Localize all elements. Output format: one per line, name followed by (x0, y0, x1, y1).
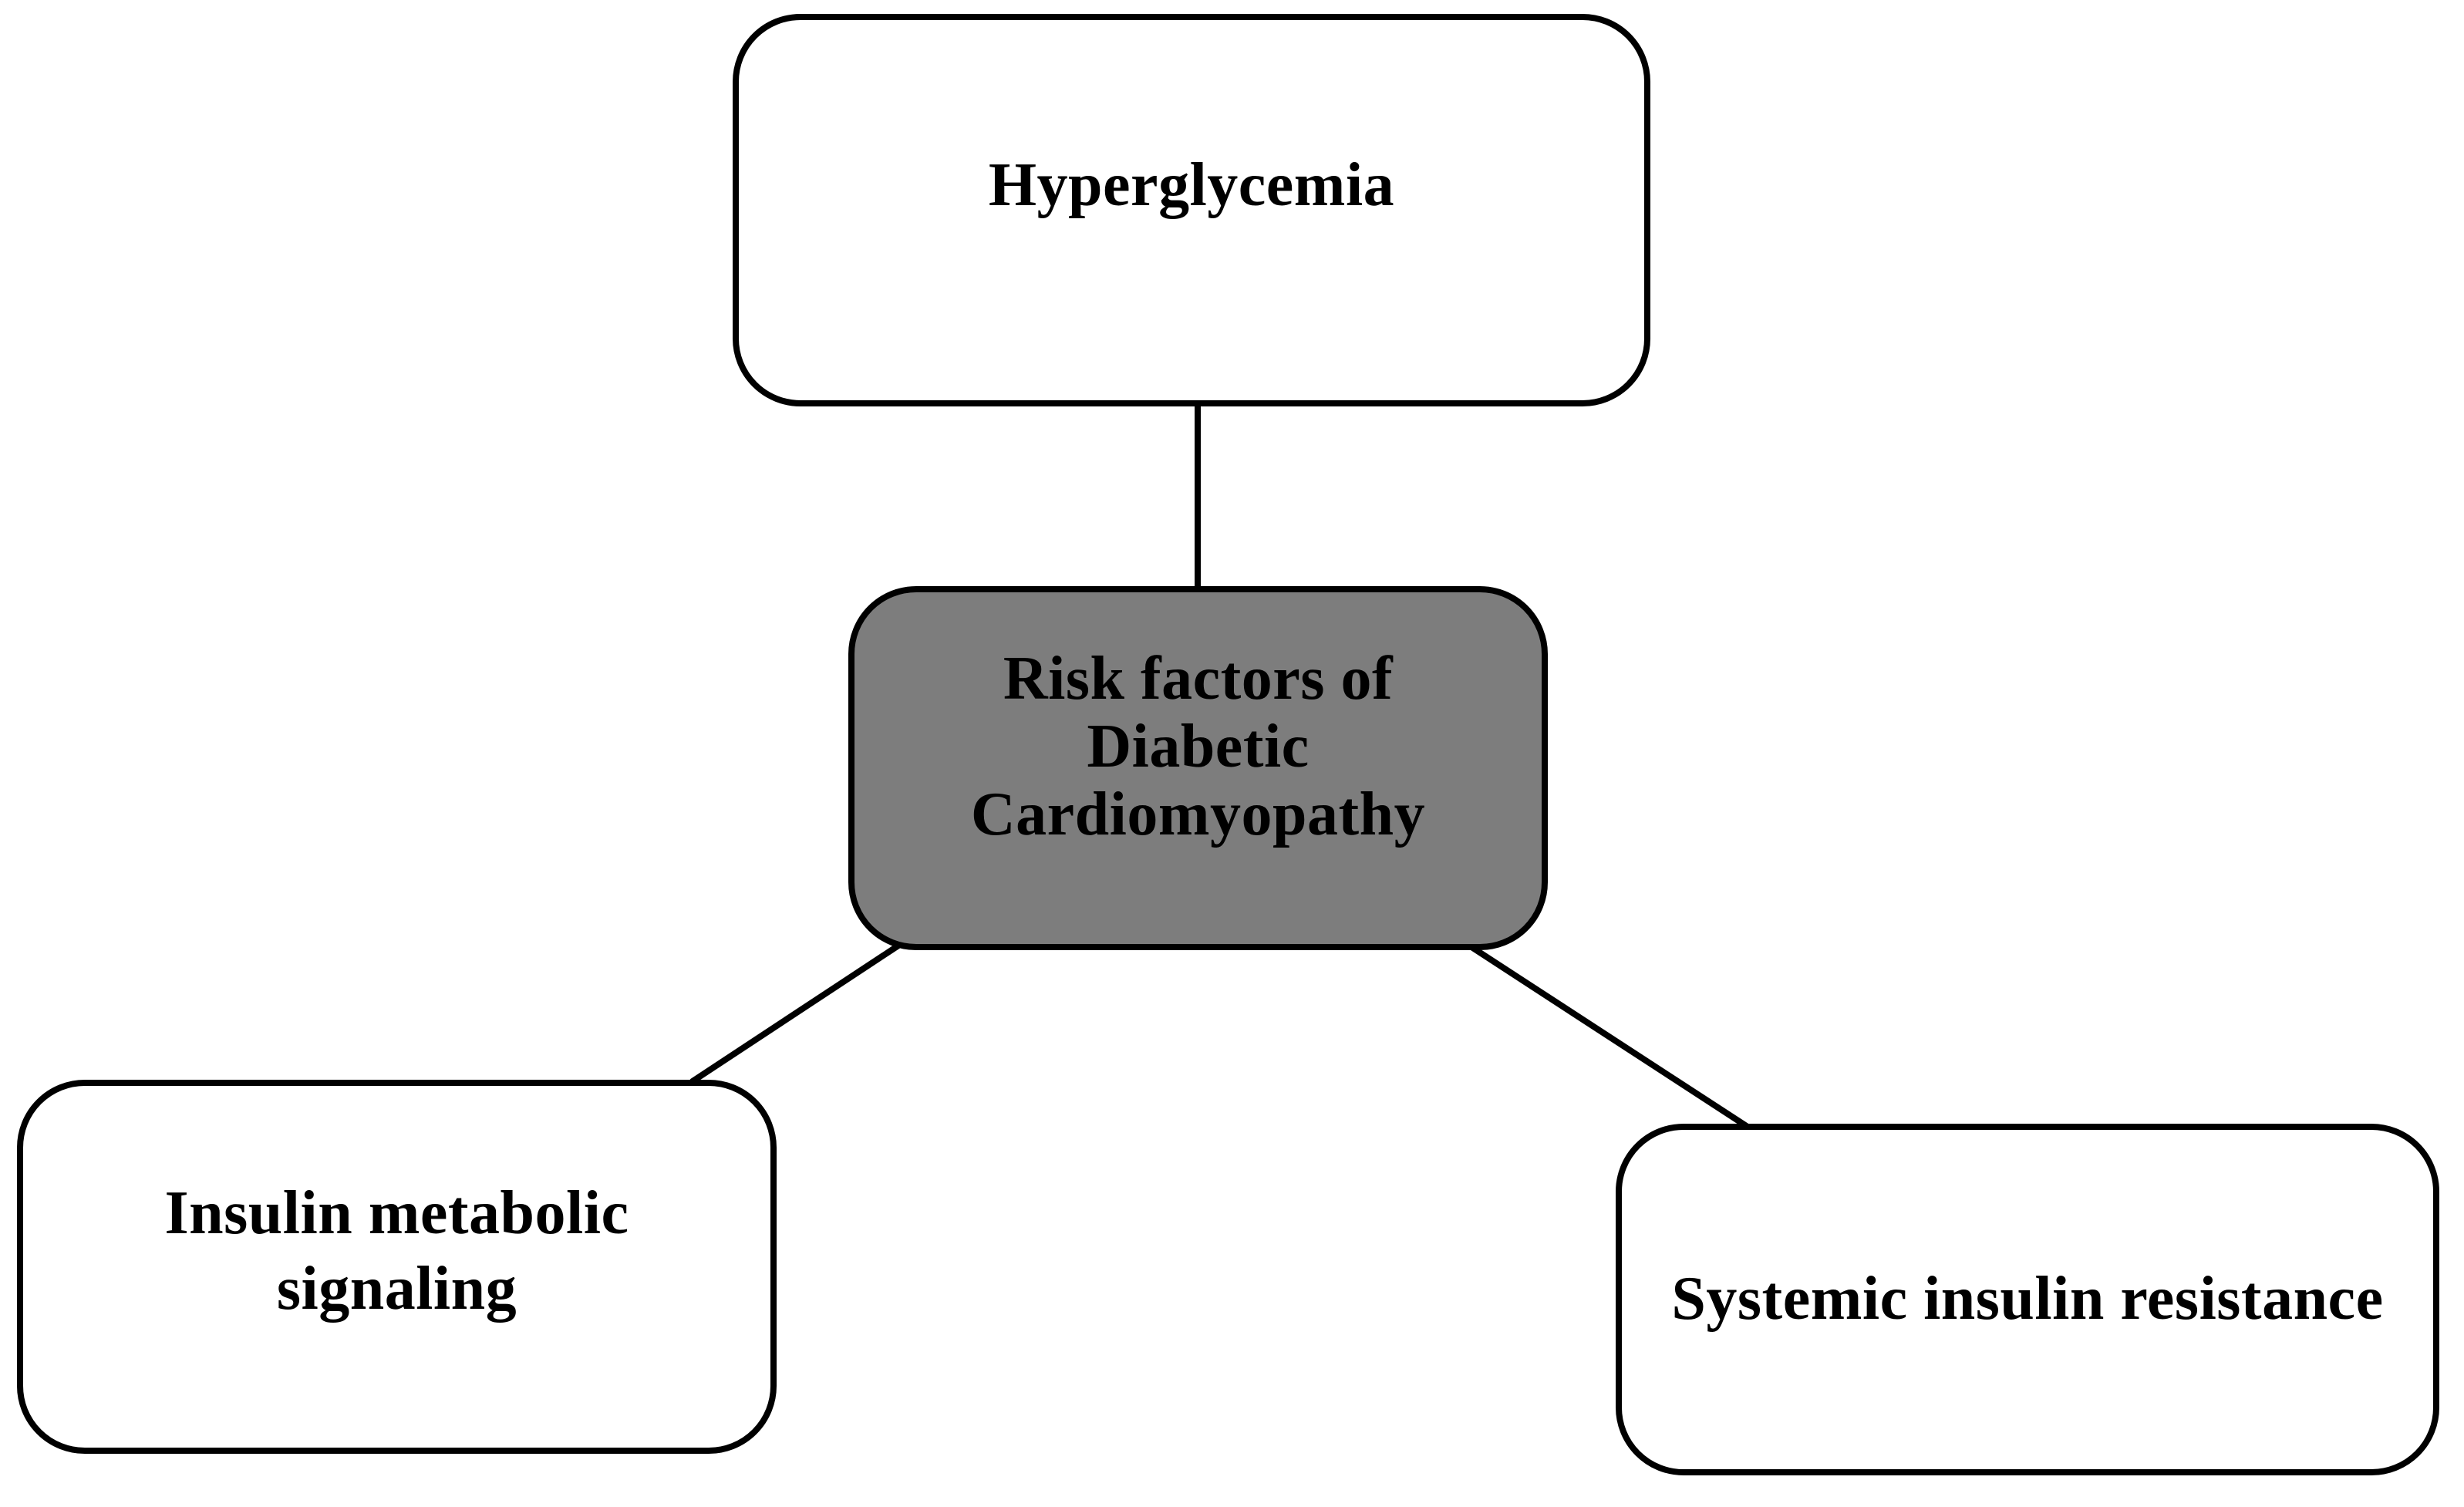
node-systemic-insulin-resistance: Systemic insulin resistance (1616, 1124, 2439, 1475)
node-label: Systemic insulin resistance (1671, 1265, 2384, 1333)
node-label-line: Cardiomyopathy (970, 780, 1426, 848)
node-label-line: Risk factors of (1003, 645, 1394, 713)
node-insulin-metabolic-signaling: Insulin metabolic signaling (17, 1080, 777, 1454)
node-label-line: Diabetic (1087, 713, 1310, 780)
node-hyperglycemia: Hyperglycemia (733, 14, 1650, 406)
node-label: Hyperglycemia (988, 150, 1395, 219)
node-risk-factors-of-diabetic-cardiomyopathy: Risk factors of Diabetic Cardiomyopathy (848, 586, 1548, 950)
node-label-line: Insulin metabolic (164, 1178, 629, 1247)
edge-risk-factors-to-systemic-insulin (1466, 942, 1751, 1130)
edge-risk-factors-to-insulin-metabolic (689, 942, 902, 1084)
node-label-line: signaling (276, 1254, 517, 1323)
